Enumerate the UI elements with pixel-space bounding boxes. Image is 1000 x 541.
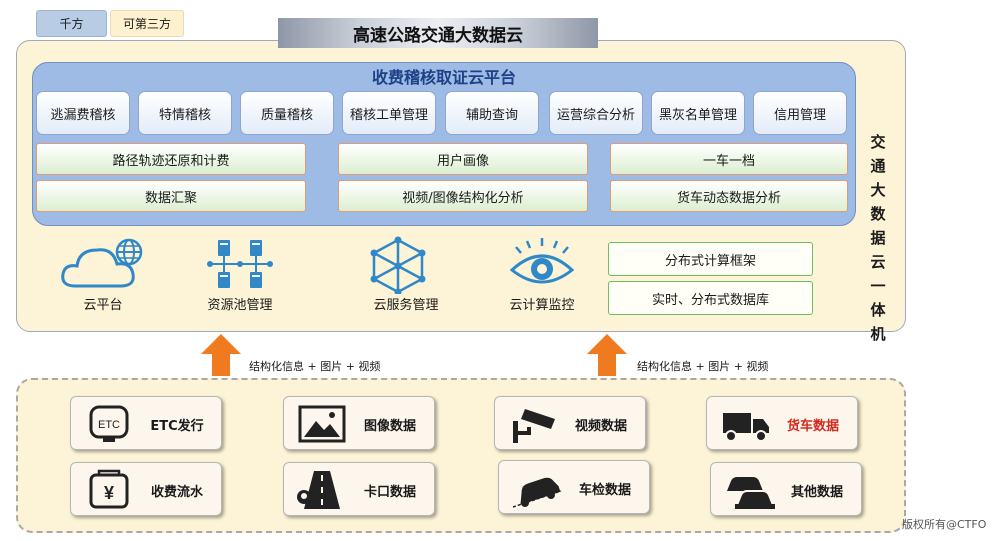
source-label: 图像数据: [363, 418, 416, 434]
module-special-audit: 特情稽核: [138, 91, 232, 135]
server-network-icon: [207, 240, 273, 288]
infra-label: 云计算监控: [509, 298, 575, 313]
infra-cloud-service: 云服务管理: [338, 236, 458, 316]
side-title: 交通大 数据云 一体机: [870, 133, 886, 343]
infra-resource-pool: 资源池管理: [180, 236, 300, 316]
module-aux-query: 辅助查询: [445, 91, 539, 135]
func-path-restore: 路径轨迹还原和计费: [36, 143, 306, 175]
main-title: 高速公路交通大数据云: [278, 18, 598, 48]
svg-text:ETC: ETC: [98, 419, 120, 431]
platform-title: 收费稽核取证云平台: [371, 68, 516, 87]
flow-label-left: 结构化信息 + 图片 + 视频: [249, 360, 381, 373]
module-escape-fee-audit: 逃漏费稽核: [36, 91, 130, 135]
module-work-order: 稽核工单管理: [342, 91, 436, 135]
framework-distributed-computing: 分布式计算框架: [608, 242, 813, 276]
infra-cloud-monitoring: 云计算监控: [482, 236, 602, 316]
infra-cloud-platform: 云平台: [55, 236, 175, 316]
legend-qianfang: 千方: [36, 10, 107, 37]
func-data-aggregation: 数据汇聚: [36, 180, 306, 212]
truck-icon: [723, 413, 769, 442]
source-label: 视频数据: [574, 418, 627, 434]
module-blacklist: 黑灰名单管理: [651, 91, 745, 135]
source-label: 货车数据: [786, 418, 839, 434]
source-label: 车检数据: [578, 482, 631, 498]
func-user-profile: 用户画像: [338, 143, 588, 175]
svg-text:¥: ¥: [104, 483, 114, 503]
source-vehicle-inspection: 车检数据: [498, 460, 650, 514]
infra-label: 资源池管理: [207, 298, 273, 313]
source-image-data: 图像数据: [283, 396, 435, 450]
source-label: ETC发行: [150, 418, 204, 434]
source-other-data: 其他数据: [710, 462, 862, 516]
func-video-analysis: 视频/图像结构化分析: [338, 180, 588, 212]
infra-label: 云平台: [83, 298, 123, 313]
module-ops-analysis: 运营综合分析: [549, 91, 643, 135]
flow-label-right: 结构化信息 + 图片 + 视频: [637, 360, 769, 373]
eye-monitor-icon: [509, 238, 575, 284]
source-video-data: 视频数据: [494, 396, 646, 450]
source-label: 卡口数据: [363, 484, 416, 500]
car-inspection-icon: [512, 477, 562, 508]
image-icon: [298, 405, 346, 443]
up-arrow-icon: [587, 334, 627, 376]
source-etc-issuance: ETC ETC发行: [70, 396, 222, 450]
cctv-camera-icon: [513, 409, 555, 443]
infra-label: 云服务管理: [373, 298, 439, 313]
source-toll-records: ¥ 收费流水: [70, 462, 222, 516]
source-truck-data: 货车数据: [706, 396, 858, 450]
legend-third-party: 可第三方: [110, 10, 184, 37]
network-cube-icon: [370, 236, 426, 294]
func-vehicle-file: 一车一档: [610, 143, 848, 175]
etc-device-icon: ETC: [89, 405, 129, 442]
cash-register-icon: ¥: [89, 469, 129, 509]
source-label: 收费流水: [150, 484, 203, 500]
source-checkpoint-data: 卡口数据: [283, 462, 435, 516]
func-truck-analysis: 货车动态数据分析: [610, 180, 848, 212]
up-arrow-icon: [201, 334, 241, 376]
cloud-globe-icon: [61, 238, 143, 288]
source-label: 其他数据: [790, 484, 843, 500]
framework-realtime-database: 实时、分布式数据库: [608, 281, 813, 315]
copyright: 版权所有@CTFO: [902, 518, 987, 531]
cars-icon: [727, 477, 775, 509]
module-credit: 信用管理: [753, 91, 847, 135]
module-quality-audit: 质量稽核: [240, 91, 334, 135]
road-checkpoint-icon: [297, 471, 340, 509]
